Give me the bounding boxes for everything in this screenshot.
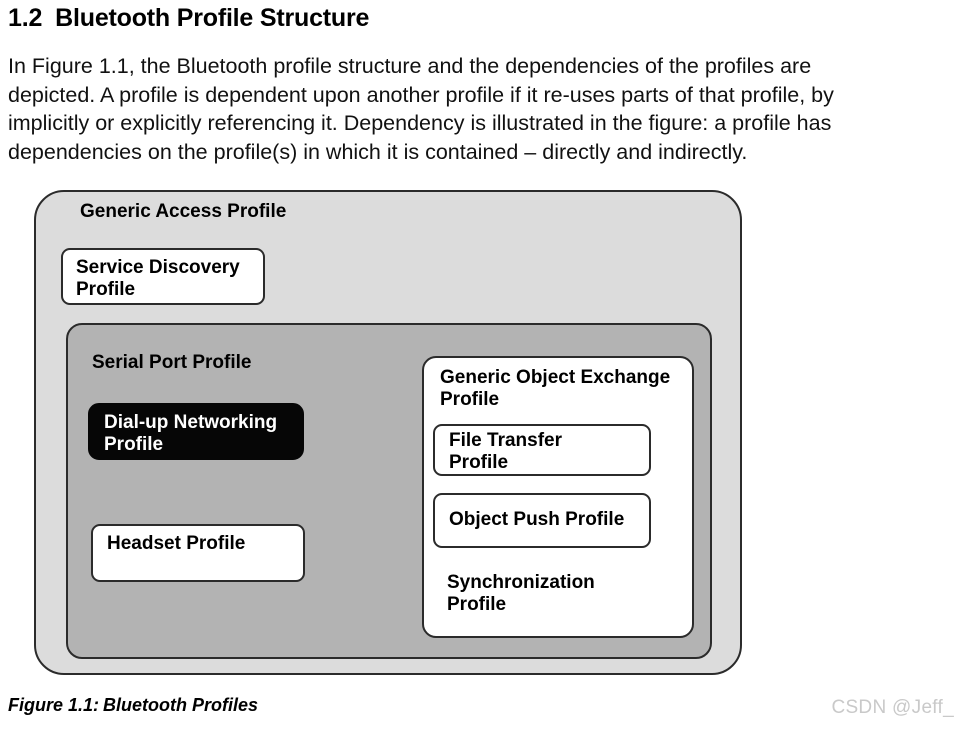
box-file-transfer-profile: File Transfer Profile [433, 424, 651, 476]
label-headset-profile: Headset Profile [107, 533, 246, 554]
body-paragraph: In Figure 1.1, the Bluetooth profile str… [8, 52, 938, 166]
paragraph-line-4: dependencies on the profile(s) in which … [8, 139, 748, 164]
label-synchronization-profile: Synchronization Profile [447, 572, 595, 616]
label-service-discovery-profile: Service Discovery Profile [76, 257, 240, 301]
paragraph-line-1: In Figure 1.1, the Bluetooth profile str… [8, 54, 812, 78]
label-service-discovery-profile-line-1: Service Discovery [76, 257, 240, 278]
watermark: CSDN @Jeff_ [831, 697, 954, 718]
paragraph-line-2: depicted. A profile is dependent upon an… [8, 82, 834, 107]
figure-caption-text: Bluetooth Profiles [103, 695, 259, 715]
label-generic-access-profile: Generic Access Profile [80, 201, 287, 222]
section-title: Bluetooth Profile Structure [55, 4, 370, 32]
page-title: 1.2 Bluetooth Profile Structure [8, 4, 369, 33]
box-dial-up-networking-profile: Dial-up Networking Profile [88, 403, 304, 460]
label-serial-port-profile: Serial Port Profile [92, 352, 252, 373]
label-generic-object-exchange-profile-line-1: Generic Object Exchange [440, 367, 671, 388]
label-service-discovery-profile-line-2: Profile [76, 279, 136, 301]
paragraph-line-3: implicitly or explicitly referencing it.… [8, 111, 832, 135]
label-file-transfer-profile-line-1: File Transfer [449, 430, 562, 451]
label-generic-object-exchange-profile: Generic Object Exchange Profile [440, 367, 670, 411]
box-headset-profile: Headset Profile [91, 524, 305, 582]
label-file-transfer-profile: File Transfer Profile [449, 430, 562, 474]
label-synchronization-profile-line-2: Profile [447, 594, 507, 616]
figure-caption: Figure 1.1:Bluetooth Profiles [8, 695, 258, 716]
label-dial-up-networking-profile-line-2: Profile [104, 434, 164, 456]
box-service-discovery-profile: Service Discovery Profile [61, 248, 265, 305]
section-number: 1.2 [8, 4, 43, 32]
label-object-push-profile: Object Push Profile [449, 509, 625, 530]
figure-caption-number: Figure 1.1: [8, 695, 100, 715]
label-synchronization-profile-line-1: Synchronization [447, 572, 595, 593]
label-generic-object-exchange-profile-line-2: Profile [440, 389, 500, 411]
box-object-push-profile: Object Push Profile [433, 493, 651, 548]
label-dial-up-networking-profile-line-1: Dial-up Networking [104, 412, 278, 433]
label-dial-up-networking-profile: Dial-up Networking Profile [104, 412, 277, 456]
label-file-transfer-profile-line-2: Profile [449, 452, 509, 474]
